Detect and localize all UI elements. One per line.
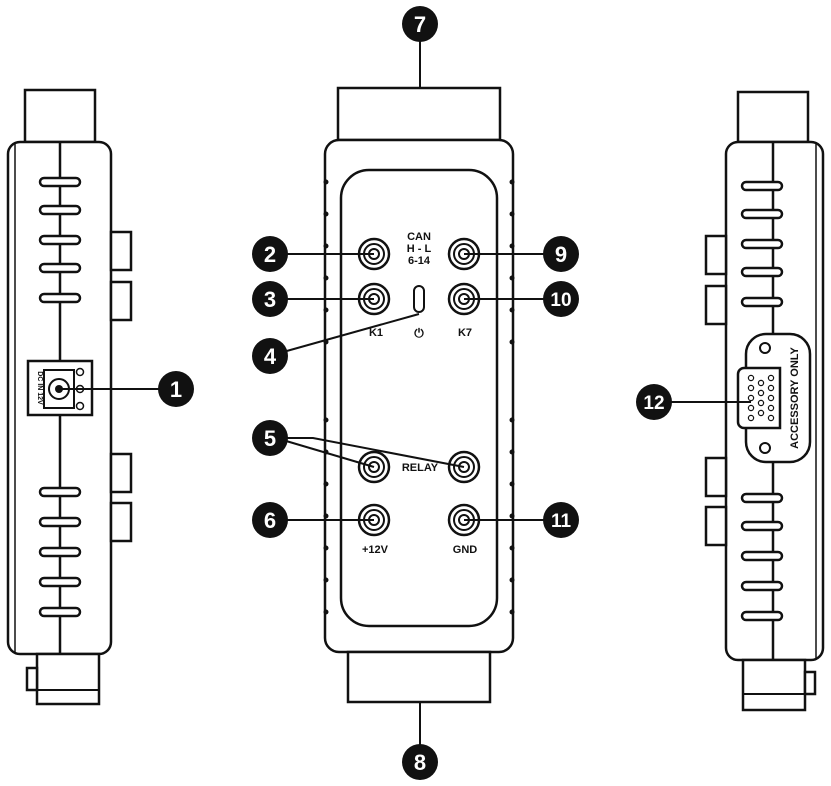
center-front-view: CAN H - L 6-14 K1 ⏻ K7 RELAY +12V GND — [323, 86, 515, 704]
svg-text:3: 3 — [264, 287, 276, 312]
callout-4: 4 — [252, 338, 288, 374]
callout-12: 12 — [636, 384, 672, 420]
svg-text:4: 4 — [264, 344, 277, 369]
relay-label: RELAY — [402, 462, 439, 474]
accessory-only-label: ACCESSORY ONLY — [789, 347, 801, 449]
callout-5: 5 — [252, 420, 288, 456]
callout-7: 7 — [402, 6, 438, 42]
callout-10: 10 — [543, 281, 579, 317]
svg-text:9: 9 — [555, 242, 567, 267]
can-label-line2: H - L — [407, 243, 432, 255]
plus12v-label: +12V — [362, 544, 389, 556]
callout-9: 9 — [543, 236, 579, 272]
svg-text:10: 10 — [550, 290, 571, 311]
svg-text:5: 5 — [264, 426, 276, 451]
left-side-view: DC IN 12V — [6, 88, 160, 706]
power-led — [413, 285, 425, 313]
accessory-port[interactable]: ACCESSORY ONLY — [736, 332, 812, 464]
can-label-line3: 6-14 — [408, 255, 431, 267]
svg-text:8: 8 — [414, 750, 426, 775]
power-symbol: ⏻ — [414, 326, 424, 340]
callout-3: 3 — [252, 281, 288, 317]
dc-in-label: DC IN 12V — [36, 371, 43, 405]
svg-text:7: 7 — [414, 12, 426, 37]
callout-1: 1 — [158, 371, 194, 407]
svg-text:11: 11 — [551, 511, 572, 532]
gnd-label: GND — [453, 544, 478, 556]
callout-8: 8 — [402, 744, 438, 780]
can-label-line1: CAN — [407, 231, 431, 243]
svg-text:2: 2 — [264, 242, 276, 267]
callout-11: 11 — [543, 502, 579, 538]
k1-label: K1 — [369, 327, 383, 339]
svg-text:12: 12 — [643, 393, 664, 414]
right-side-view: ACCESSORY ONLY — [704, 90, 825, 712]
svg-text:6: 6 — [264, 508, 276, 533]
callout-6: 6 — [252, 502, 288, 538]
callout-2: 2 — [252, 236, 288, 272]
k7-label: K7 — [458, 327, 472, 339]
svg-text:1: 1 — [170, 377, 182, 402]
